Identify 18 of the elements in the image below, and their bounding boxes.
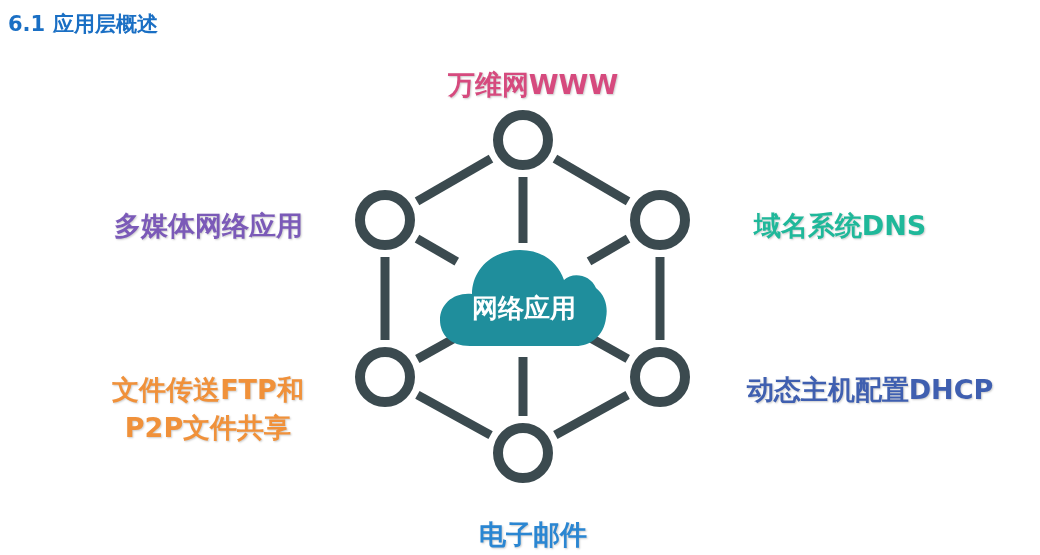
node-label: 万维网WWW: [446, 68, 620, 102]
connector-line: [586, 234, 631, 266]
node-label: 多媒体网络应用: [112, 209, 304, 243]
connector-line: [518, 357, 528, 416]
node-label: 文件传送FTP和P2P文件共享: [111, 373, 305, 445]
connector-line: [414, 234, 460, 266]
title: 6.1 应用层概述: [8, 11, 158, 38]
connector-line: [415, 390, 493, 440]
connector-line: [518, 177, 528, 243]
connector-line: [380, 257, 390, 340]
node-label: 动态主机配置DHCP: [745, 373, 995, 407]
node-label: 电子邮件: [478, 518, 588, 552]
connector-line: [553, 391, 630, 439]
cloud-label: 网络应用: [471, 292, 577, 324]
connector-line: [414, 154, 494, 206]
connector-line: [552, 154, 631, 206]
node-label: 域名系统DNS: [752, 209, 928, 243]
connector-line: [655, 257, 665, 340]
